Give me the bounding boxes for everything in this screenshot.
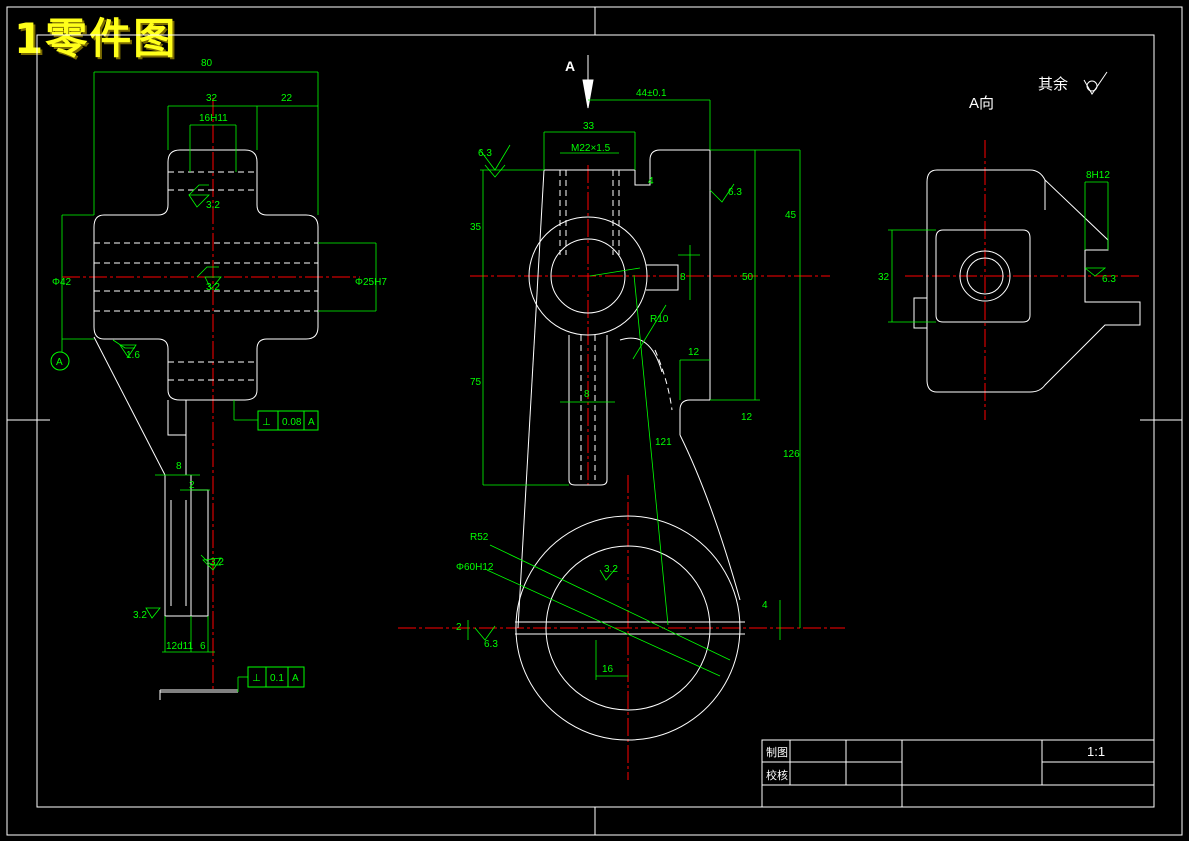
rough-6-3-bottom: 6.3 xyxy=(484,639,498,650)
dim-h-4: 4 xyxy=(762,600,768,611)
datum-a: A xyxy=(56,357,63,368)
dim-h-35: 35 xyxy=(470,222,482,233)
dim-fork-12d11: 12d11 xyxy=(166,641,194,652)
tol1-datum: A xyxy=(308,417,315,428)
dim-bore-25h7: Φ25H7 xyxy=(355,277,387,288)
a-view-outline xyxy=(913,169,1141,393)
dim-12-side: 12 xyxy=(688,347,700,358)
tol2-datum: A xyxy=(292,673,299,684)
dim-width-32: 32 xyxy=(206,93,218,104)
rough-bottom: 3.2 xyxy=(133,610,147,621)
dim-h-32-a: 32 xyxy=(878,272,890,283)
roughness-symbol xyxy=(1083,71,1108,95)
rough-top: 3.2 xyxy=(206,200,220,211)
front-view: A 44±0.1 33 M22×1.5 6.3 4 6.3 35 45 8 50… xyxy=(398,55,845,780)
dim-h-126: 126 xyxy=(783,449,800,460)
dim-arm-width: 8 xyxy=(176,461,182,472)
tol1-symbol: ⊥ xyxy=(262,417,271,428)
view-direction-a: A xyxy=(565,58,575,74)
dim-thread-m22: M22×1.5 xyxy=(571,143,611,154)
rough-arm: 3.2 xyxy=(210,557,224,568)
title-block: 制图 校核 1:1 xyxy=(761,739,1155,808)
dim-rib-8: 8 xyxy=(584,389,590,400)
rough-6-3-right: 6.3 xyxy=(728,187,742,198)
drawing-title: 1零件图 xyxy=(14,14,178,63)
left-view: 80 32 22 16H11 3.2 3.2 1.6 Φ42 Φ25H7 A ⊥… xyxy=(50,58,387,700)
remaining-roughness-label: 其余 xyxy=(1038,75,1068,93)
dim-h-12: 12 xyxy=(741,412,753,423)
dim-bore-60h12: Φ60H12 xyxy=(456,562,494,573)
left-view-outline xyxy=(93,149,319,700)
dim-h-50: 50 xyxy=(742,272,754,283)
dim-overall-width: 80 xyxy=(201,58,213,69)
dim-slot-8h12: 8H12 xyxy=(1086,170,1110,181)
dim-offset-44: 44±0.1 xyxy=(636,88,667,99)
dim-4-top: 4 xyxy=(648,176,654,187)
a-direction-view: A向 其余 8H12 32 6.3 xyxy=(878,71,1141,420)
dim-h-75: 75 xyxy=(470,377,482,388)
dim-width-33: 33 xyxy=(583,121,595,132)
dim-dia-42: Φ42 xyxy=(52,277,72,288)
drawn-by-label: 制图 xyxy=(766,746,788,759)
rough-6-3-left: 6.3 xyxy=(478,148,492,159)
lever-outline xyxy=(515,149,745,741)
rough-mid: 3.2 xyxy=(206,282,220,293)
dim-h-45: 45 xyxy=(785,210,797,221)
tol1-value: 0.08 xyxy=(282,417,302,428)
dim-r52: R52 xyxy=(470,532,489,543)
dim-width-22: 22 xyxy=(281,93,293,104)
scale-value: 1:1 xyxy=(1087,744,1105,759)
sheet-frame xyxy=(6,6,1183,836)
tol2-value: 0.1 xyxy=(270,673,284,684)
dim-h-121: 121 xyxy=(655,437,672,448)
dim-slot-16h11: 16H11 xyxy=(199,113,228,124)
checked-by-label: 校核 xyxy=(766,768,788,782)
rough-3-2: 3.2 xyxy=(604,564,618,575)
a-view-label: A向 xyxy=(969,95,994,112)
dim-r10: R10 xyxy=(650,314,669,325)
rough-side: 1.6 xyxy=(126,350,140,361)
rough-6-3-a: 6.3 xyxy=(1102,274,1116,285)
dim-fork-6: 6 xyxy=(200,641,206,652)
tol2-symbol: ⊥ xyxy=(252,673,261,684)
dim-h-2: 2 xyxy=(456,622,462,633)
dim-w-16: 16 xyxy=(602,664,614,675)
dim-offset-2: 2 xyxy=(189,480,195,491)
dim-8-boss: 8 xyxy=(680,272,686,283)
